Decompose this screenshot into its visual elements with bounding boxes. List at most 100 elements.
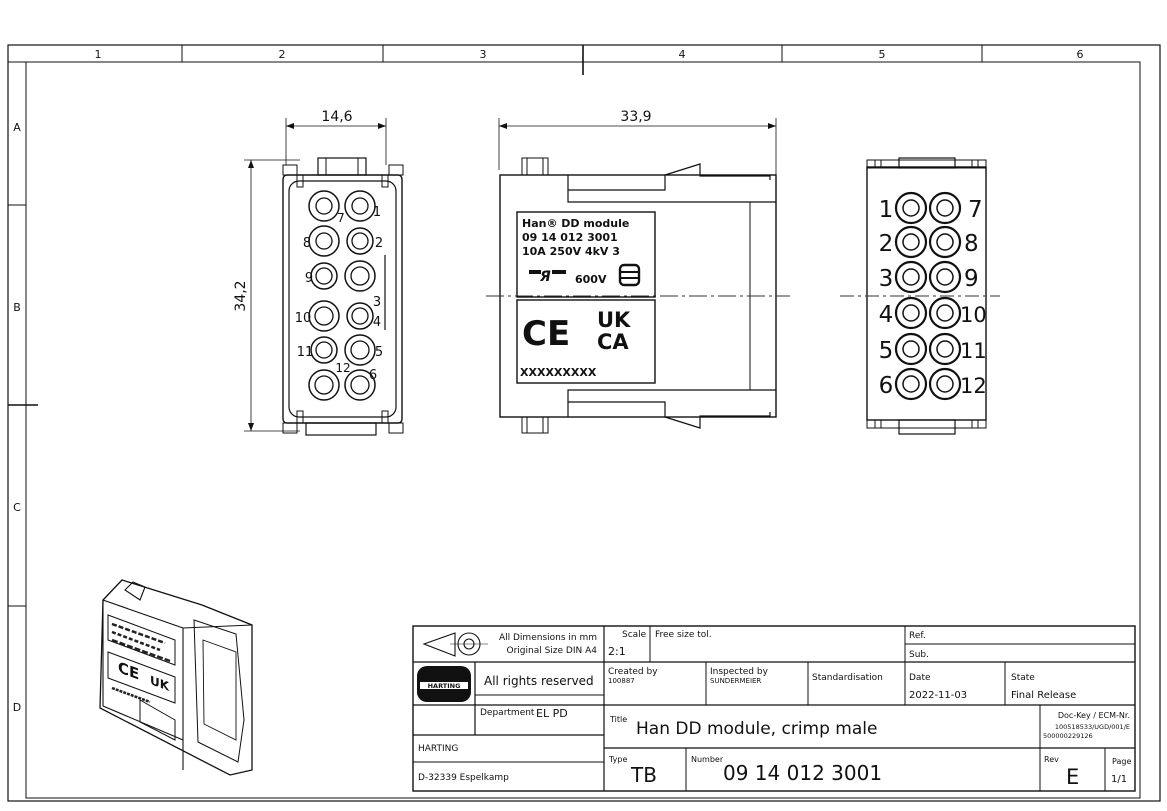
contact-cavity-column-left bbox=[308, 190, 340, 401]
svg-text:Я: Я bbox=[539, 269, 551, 285]
pin-number: 2 bbox=[375, 236, 383, 251]
pin-number: 9 bbox=[305, 271, 313, 286]
row-label: C bbox=[13, 501, 21, 514]
pin-number: 3 bbox=[879, 266, 894, 292]
standardisation-label: Standardisation bbox=[812, 673, 883, 683]
label-line-1: Han® DD module bbox=[522, 217, 629, 230]
pin-number: 6 bbox=[879, 373, 894, 399]
revision-value: E bbox=[1066, 765, 1079, 789]
dimension-note: All Dimensions in mm bbox=[499, 633, 597, 643]
ukca-mark-top: UK bbox=[597, 308, 631, 332]
date-label: Date bbox=[909, 673, 931, 683]
harting-logo: HARTING bbox=[417, 666, 471, 702]
rights-note: All rights reserved bbox=[484, 674, 594, 688]
pin-number: 11 bbox=[960, 339, 987, 363]
pin-number: 9 bbox=[964, 266, 979, 292]
side-view: 33,9 Han® DD module 09 14 012 3001 10A 2… bbox=[486, 109, 790, 434]
type-value: TB bbox=[630, 763, 657, 787]
state-label: State bbox=[1011, 673, 1035, 683]
department-value: EL PD bbox=[536, 707, 568, 720]
pin-number: 5 bbox=[879, 338, 894, 364]
title-label: Title bbox=[609, 715, 627, 724]
title-block: All Dimensions in mm Original Size DIN A… bbox=[412, 625, 1136, 792]
pin-number: 3 bbox=[373, 295, 381, 310]
state-value: Final Release bbox=[1011, 690, 1076, 701]
pin-number: 10 bbox=[960, 303, 987, 327]
pin-number: 11 bbox=[297, 345, 314, 360]
inspected-by-value: SUNDERMEIER bbox=[710, 677, 761, 685]
pin-number: 1 bbox=[373, 205, 381, 220]
doc-key-label: Doc-Key / ECM-Nr. bbox=[1058, 711, 1130, 720]
column-label: 5 bbox=[879, 48, 886, 61]
drawing-frame bbox=[7, 44, 1161, 802]
page-value: 1/1 bbox=[1111, 774, 1127, 785]
pin-number: 5 bbox=[375, 345, 383, 360]
company-name: HARTING bbox=[418, 744, 458, 754]
rear-view: 1 2 3 4 5 6 7 8 9 10 11 12 bbox=[840, 157, 1000, 435]
pin-number: 8 bbox=[964, 231, 979, 257]
dimension-width: 14,6 bbox=[321, 109, 352, 125]
type-label: Type bbox=[608, 755, 627, 764]
crimp-cavity-column-right bbox=[928, 191, 962, 401]
rear-pin-numbers: 1 2 3 4 5 6 7 8 9 10 11 12 bbox=[879, 197, 987, 399]
pin-number: 7 bbox=[968, 197, 983, 223]
harting-mini-icon bbox=[618, 263, 641, 287]
rev-label: Rev bbox=[1044, 755, 1059, 764]
tolerance-label: Free size tol. bbox=[655, 630, 712, 640]
row-label: B bbox=[13, 301, 21, 314]
pin-number: 7 bbox=[337, 211, 345, 225]
pin-number: 4 bbox=[879, 302, 894, 328]
ul-logo: Я bbox=[529, 269, 566, 285]
sub-label: Sub. bbox=[909, 650, 929, 660]
page-label: Page bbox=[1112, 757, 1131, 766]
column-label: 6 bbox=[1077, 48, 1084, 61]
scale-label: Scale bbox=[622, 630, 647, 640]
pin-number: 12 bbox=[335, 361, 350, 375]
row-label: A bbox=[13, 121, 21, 134]
pin-number: 1 bbox=[879, 197, 894, 223]
drawing-number: 09 14 012 3001 bbox=[723, 761, 882, 785]
ecm-number: 500000229126 bbox=[1043, 732, 1093, 740]
label-line-3: 10A 250V 4kV 3 bbox=[522, 245, 620, 258]
projection-symbol-icon bbox=[422, 632, 488, 657]
number-label: Number bbox=[691, 755, 724, 764]
company-address: D-32339 Espelkamp bbox=[418, 773, 509, 783]
doc-key-value: 100518533/UGD/001/E bbox=[1055, 723, 1130, 731]
column-label: 2 bbox=[279, 48, 286, 61]
column-label: 4 bbox=[679, 48, 686, 61]
label-line-2: 09 14 012 3001 bbox=[522, 231, 618, 244]
serial-number: XXXXXXXXX bbox=[520, 366, 597, 379]
crimp-cavity-column-left bbox=[894, 191, 928, 401]
dimension-height: 34,2 bbox=[233, 280, 249, 311]
ukca-mark-bottom: CA bbox=[597, 330, 629, 354]
pin-number: 2 bbox=[879, 231, 894, 257]
ul-voltage: 600V bbox=[575, 273, 607, 286]
row-label: D bbox=[13, 701, 21, 714]
ref-label: Ref. bbox=[909, 631, 926, 641]
drawing-title: Han DD module, crimp male bbox=[636, 719, 877, 739]
pin-number: 12 bbox=[960, 374, 987, 398]
size-note: Original Size DIN A4 bbox=[507, 646, 598, 656]
inspected-by-label: Inspected by bbox=[710, 667, 769, 677]
dimension-length: 33,9 bbox=[620, 109, 651, 125]
pin-number: 6 bbox=[369, 368, 377, 383]
svg-text:CE: CE bbox=[118, 658, 139, 683]
pin-number: 10 bbox=[295, 311, 312, 326]
created-by-label: Created by bbox=[608, 667, 658, 677]
department-label: Department bbox=[480, 708, 535, 718]
front-view: 14,6 34,2 bbox=[233, 109, 404, 436]
row-labels: A B C D bbox=[13, 121, 21, 714]
column-labels: 1 2 3 4 5 6 bbox=[95, 48, 1084, 61]
pin-number: 8 bbox=[303, 236, 311, 251]
isometric-view: CE UK bbox=[99, 579, 253, 776]
pin-number: 4 bbox=[373, 315, 381, 330]
contact-cavity-column-right bbox=[344, 190, 376, 401]
ce-mark: CE bbox=[522, 314, 570, 354]
svg-text:UK: UK bbox=[150, 672, 169, 694]
column-label: 3 bbox=[480, 48, 487, 61]
logo-text: HARTING bbox=[428, 682, 461, 690]
date-value: 2022-11-03 bbox=[909, 690, 967, 701]
front-pin-numbers: 8 9 10 11 7 12 1 2 3 4 5 6 bbox=[295, 205, 383, 383]
created-by-value: 100887 bbox=[608, 677, 635, 685]
scale-value: 2:1 bbox=[608, 645, 626, 658]
